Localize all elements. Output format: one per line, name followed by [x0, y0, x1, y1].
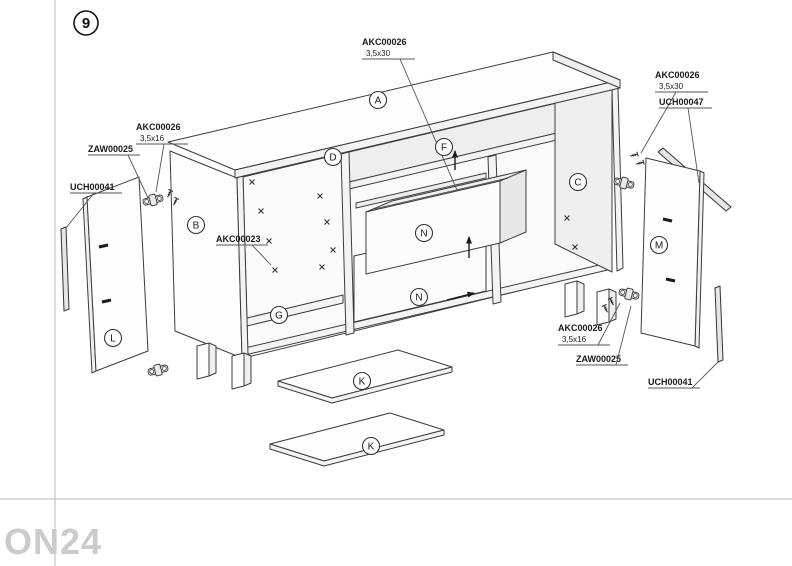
part-label-K2: K: [361, 436, 381, 456]
callout-code: AKC00023: [216, 234, 261, 244]
dowel-marks: [249, 179, 578, 273]
partition-D-edge: [340, 151, 355, 336]
callout-size: 3,5x30: [659, 82, 684, 91]
left-side-panel-face: [169, 150, 243, 359]
callout-code: AKC00026: [558, 323, 603, 333]
screw-icon-left-1: [167, 188, 174, 198]
left-door-panel: [86, 176, 149, 372]
part-label-L: L: [103, 328, 123, 348]
right-door-hinge-mark-2: [665, 277, 676, 283]
cabinet-carcass: [167, 51, 624, 390]
part-label-F: F: [434, 137, 454, 157]
callout-size: 3,5x16: [562, 335, 587, 344]
hinge-icon-right-lower: [618, 287, 640, 301]
callout-code: ZAW00025: [576, 354, 621, 364]
callout-code: UCH00041: [648, 377, 693, 387]
part-label-N-upper: N: [414, 223, 434, 243]
part-label-G: G: [269, 305, 289, 325]
right-handle-strip: [714, 285, 724, 363]
loose-shelf-1-edge: [277, 366, 453, 404]
arrow-drawer-lower: [446, 291, 475, 301]
left-door-hinge-mark-1: [98, 243, 109, 249]
svg-text:D: D: [329, 153, 336, 164]
right-door-hinge-mark-1: [662, 217, 673, 223]
svg-text:B: B: [193, 221, 200, 232]
step-number: 9: [82, 15, 90, 32]
part-label-N-lower: N: [409, 287, 429, 307]
callout-handle-right: UCH00041: [648, 361, 719, 389]
left-handle-strip: [60, 226, 70, 312]
callout-hinge-right: ZAW00025: [576, 305, 632, 366]
right-door-assembly: [601, 147, 732, 363]
hinge-icon-left-lower: [147, 363, 169, 377]
callout-hinge-left: ZAW00025: [88, 144, 149, 199]
svg-text:N: N: [415, 293, 422, 304]
screw-icon-left-2: [173, 196, 180, 206]
callout-code: UCH00047: [659, 97, 704, 107]
part-label-K1: K: [352, 371, 372, 391]
direction-arrows: [446, 150, 475, 301]
callout-size: 3,5x16: [140, 134, 165, 143]
loose-shelf-2-edge: [269, 429, 445, 467]
svg-text:L: L: [110, 334, 116, 345]
callout-dowel-left: AKC00023: [216, 234, 272, 266]
svg-text:N: N: [420, 229, 427, 240]
part-label-M: M: [649, 235, 669, 255]
callout-size: 3,5x30: [366, 49, 391, 58]
watermark-logo: ON24: [4, 521, 102, 562]
callout-screws-left-hinge: AKC00026 3,5x16: [136, 122, 188, 193]
hinge-icon-left-upper: [142, 193, 164, 207]
callout-screws-right-top: AKC00026 3,5x30: [640, 70, 708, 154]
left-door-hinge-mark-2: [101, 298, 112, 304]
right-door-panel: [640, 157, 701, 347]
screw-icon-right-top-1: [630, 151, 639, 157]
svg-text:K: K: [359, 377, 366, 388]
callout-screws-right-hinge: AKC00026 3,5x16: [558, 302, 621, 346]
svg-text:K: K: [368, 442, 375, 453]
callout-code: UCH00041: [70, 182, 115, 192]
cabinet-legs: [196, 280, 617, 390]
drawer-upper-box: [365, 169, 527, 275]
svg-text:A: A: [375, 96, 382, 107]
screw-icon-right-top-2: [636, 159, 645, 165]
callout-code: AKC00026: [362, 37, 407, 47]
loose-shelves: [269, 349, 453, 467]
callout-screws-top: AKC00026 3,5x30: [362, 37, 458, 191]
svg-text:M: M: [655, 241, 663, 252]
svg-text:G: G: [275, 311, 283, 322]
part-label-A: A: [368, 90, 388, 110]
callout-code: AKC00026: [136, 122, 181, 132]
hinge-icon-right-upper: [613, 176, 635, 190]
callout-rail-right: UCH00047: [659, 97, 712, 184]
part-label-B: B: [186, 215, 206, 235]
callout-code: AKC00026: [655, 70, 700, 80]
part-label-D: D: [323, 147, 343, 167]
step-number-badge: 9: [73, 10, 99, 36]
left-door-assembly: [60, 176, 180, 377]
svg-text:C: C: [574, 178, 581, 189]
part-label-C: C: [568, 172, 588, 192]
svg-text:F: F: [441, 143, 447, 154]
callout-handle-left: UCH00041: [65, 182, 122, 229]
callout-code: ZAW00025: [88, 144, 133, 154]
screw-icon-right-bottom-1: [607, 296, 614, 306]
screw-icon-right-bottom-2: [601, 303, 608, 313]
